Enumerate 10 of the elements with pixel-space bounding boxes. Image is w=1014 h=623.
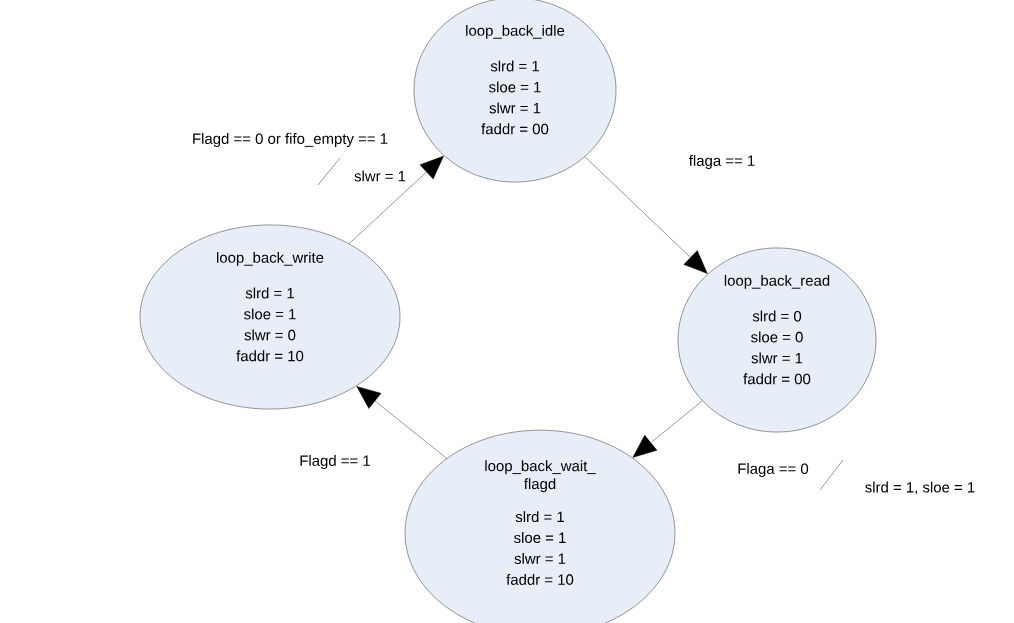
arrow [348, 155, 444, 244]
edge-label: Flagd == 1 [298, 454, 372, 470]
action-label: slrd = 1, sloe = 1 [865, 481, 975, 495]
arrow [632, 400, 703, 458]
arrow [356, 386, 447, 459]
action-label: slwr = 1 [354, 170, 406, 182]
arrow [584, 156, 708, 274]
edge-label: flaga == 1 [687, 154, 757, 170]
edge-label: Flaga == 0 [736, 462, 810, 478]
edge-label: Flagd == 0 or fifo_empty == 1 [191, 132, 390, 148]
